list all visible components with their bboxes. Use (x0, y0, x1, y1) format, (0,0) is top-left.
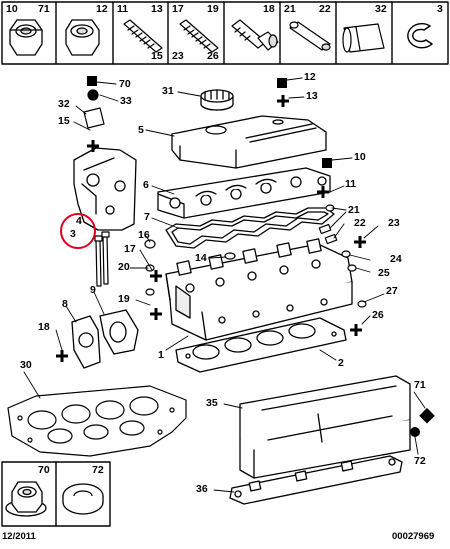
footer-date: 12/2011 (2, 531, 36, 542)
bottom-box-right-number: 72 (92, 464, 104, 476)
bolt-icon (231, 19, 279, 51)
exhaust-manifold-gasket (7, 385, 187, 457)
cylinder-head (165, 238, 353, 341)
callout-3: 3 (70, 228, 76, 240)
strip-3-right-number: 13 (151, 3, 163, 15)
dowel-pin-icon (289, 21, 331, 51)
callout-11: 11 (345, 178, 357, 190)
footer-reference: 00027969 (392, 531, 435, 542)
callout-4: 4 (76, 215, 82, 227)
strip-3-left-number: 11 (117, 3, 129, 15)
thermostat-gasket (71, 315, 101, 369)
bottom-box-left-number: 70 (38, 464, 50, 476)
callout-26: 26 (372, 309, 384, 321)
strip-8-right-number: 3 (437, 3, 443, 15)
callout-36: 36 (196, 483, 208, 495)
callout-32: 32 (58, 98, 70, 110)
callout-31: 31 (162, 85, 174, 97)
callout-15: 15 (58, 115, 70, 127)
strip-4-right-number: 19 (207, 3, 219, 15)
square-marker-icon (87, 76, 97, 86)
callout-12: 12 (304, 71, 316, 83)
strip-3-bottom-number: 15 (151, 50, 163, 62)
callout-22: 22 (354, 217, 366, 229)
round-marker-icon (410, 427, 420, 437)
head-gasket (175, 317, 347, 373)
strip-4-left-number: 17 (172, 3, 184, 15)
callout-20: 20 (118, 261, 130, 273)
timing-cover-housing (73, 147, 137, 231)
callout-6: 6 (143, 179, 149, 191)
camshaft-housing (157, 167, 331, 219)
callout-35: 35 (206, 397, 218, 409)
stud-icon-2 (179, 19, 219, 53)
callout-71: 71 (414, 379, 426, 391)
sleeve-icon (342, 23, 385, 53)
leader-lines (23, 77, 426, 493)
valve-cover (171, 115, 327, 169)
washer-icon (62, 483, 104, 515)
highlight-circle (60, 213, 96, 249)
diamond-marker-icon (419, 407, 435, 424)
callout-8: 8 (62, 298, 68, 310)
square-marker-icon-3 (322, 158, 332, 168)
small-hardware (83, 89, 367, 308)
callout-72: 72 (414, 455, 426, 467)
cover-gasket (165, 207, 335, 249)
cross-markers (56, 95, 366, 362)
callout-25: 25 (378, 267, 390, 279)
flange-nut-icon (5, 481, 47, 517)
snap-ring-icon (407, 23, 433, 49)
callout-24: 24 (390, 253, 402, 265)
callout-2: 2 (338, 357, 344, 369)
marker-symbols (87, 76, 435, 437)
callout-30: 30 (20, 359, 32, 371)
thermostat-housing (99, 309, 139, 355)
callout-23: 23 (388, 217, 400, 229)
callout-14: 14 (195, 252, 207, 264)
callout-13: 13 (306, 90, 318, 102)
callout-10: 10 (354, 151, 366, 163)
strip-6-left-number: 21 (284, 3, 296, 15)
callout-1: 1 (158, 349, 164, 361)
strip-1-left-number: 10 (6, 3, 18, 15)
strip-7-right-number: 32 (375, 3, 387, 15)
callout-5: 5 (138, 124, 144, 136)
callout-70: 70 (119, 78, 131, 90)
callout-17: 17 (124, 243, 136, 255)
callout-16: 16 (138, 229, 150, 241)
strip-4-bottom-right-number: 26 (207, 50, 219, 62)
callout-7: 7 (144, 211, 150, 223)
nut-icon-2 (65, 19, 100, 56)
callout-18: 18 (38, 321, 50, 333)
oil-filler-cap (200, 89, 234, 111)
square-marker-icon-2 (277, 78, 287, 88)
callout-33: 33 (120, 95, 132, 107)
manifold-bracket (229, 455, 403, 505)
strip-5-right-number: 18 (263, 3, 275, 15)
stud-icon (123, 19, 163, 53)
strip-1-right-number: 71 (38, 3, 50, 15)
callout-9: 9 (90, 284, 96, 296)
callout-21: 21 (348, 204, 360, 216)
strip-2-right-number: 12 (96, 3, 108, 15)
callout-27: 27 (386, 285, 398, 297)
strip-6-right-number: 22 (319, 3, 331, 15)
nut-icon (9, 19, 43, 56)
callout-19: 19 (118, 293, 130, 305)
strip-4-bottom-left-number: 23 (172, 50, 184, 62)
heat-shield (239, 375, 411, 479)
